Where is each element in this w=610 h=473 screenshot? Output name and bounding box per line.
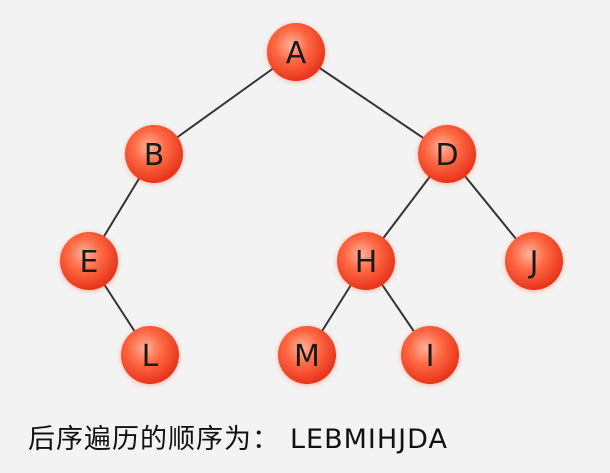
node-circle-J: [505, 232, 563, 290]
node-circle-I: [401, 326, 459, 384]
node-M: M: [278, 326, 336, 384]
node-label-A: A: [286, 36, 307, 71]
node-L: L: [121, 326, 179, 384]
node-B: B: [125, 125, 183, 183]
edge-A-B: [153, 51, 297, 155]
node-D: D: [418, 125, 476, 183]
edge-A-D: [295, 51, 448, 155]
node-label-E: E: [80, 245, 99, 280]
caption-prefix: 后序遍历的顺序为：: [28, 424, 280, 455]
node-label-B: B: [144, 138, 165, 173]
tree-nodes: A B D E H J L M I: [60, 23, 563, 384]
node-E: E: [60, 232, 118, 290]
node-H: H: [337, 232, 395, 290]
node-circle-A: [267, 23, 325, 81]
node-circle-H: [337, 232, 395, 290]
node-label-M: M: [294, 339, 320, 374]
traversal-caption: 后序遍历的顺序为： LEBMIHJDA: [28, 417, 598, 456]
caption-sequence: LEBMIHJDA: [290, 424, 448, 455]
node-label-J: J: [528, 245, 539, 280]
node-A: A: [267, 23, 325, 81]
node-J: J: [505, 232, 563, 290]
node-circle-L: [121, 326, 179, 384]
tree-edges: [88, 51, 535, 356]
node-circle-M: [278, 326, 336, 384]
node-I: I: [401, 326, 459, 384]
node-label-D: D: [435, 138, 458, 173]
node-label-L: L: [142, 339, 159, 374]
node-label-H: H: [355, 245, 378, 280]
node-label-I: I: [426, 339, 435, 374]
node-circle-D: [418, 125, 476, 183]
node-circle-E: [60, 232, 118, 290]
node-circle-B: [125, 125, 183, 183]
